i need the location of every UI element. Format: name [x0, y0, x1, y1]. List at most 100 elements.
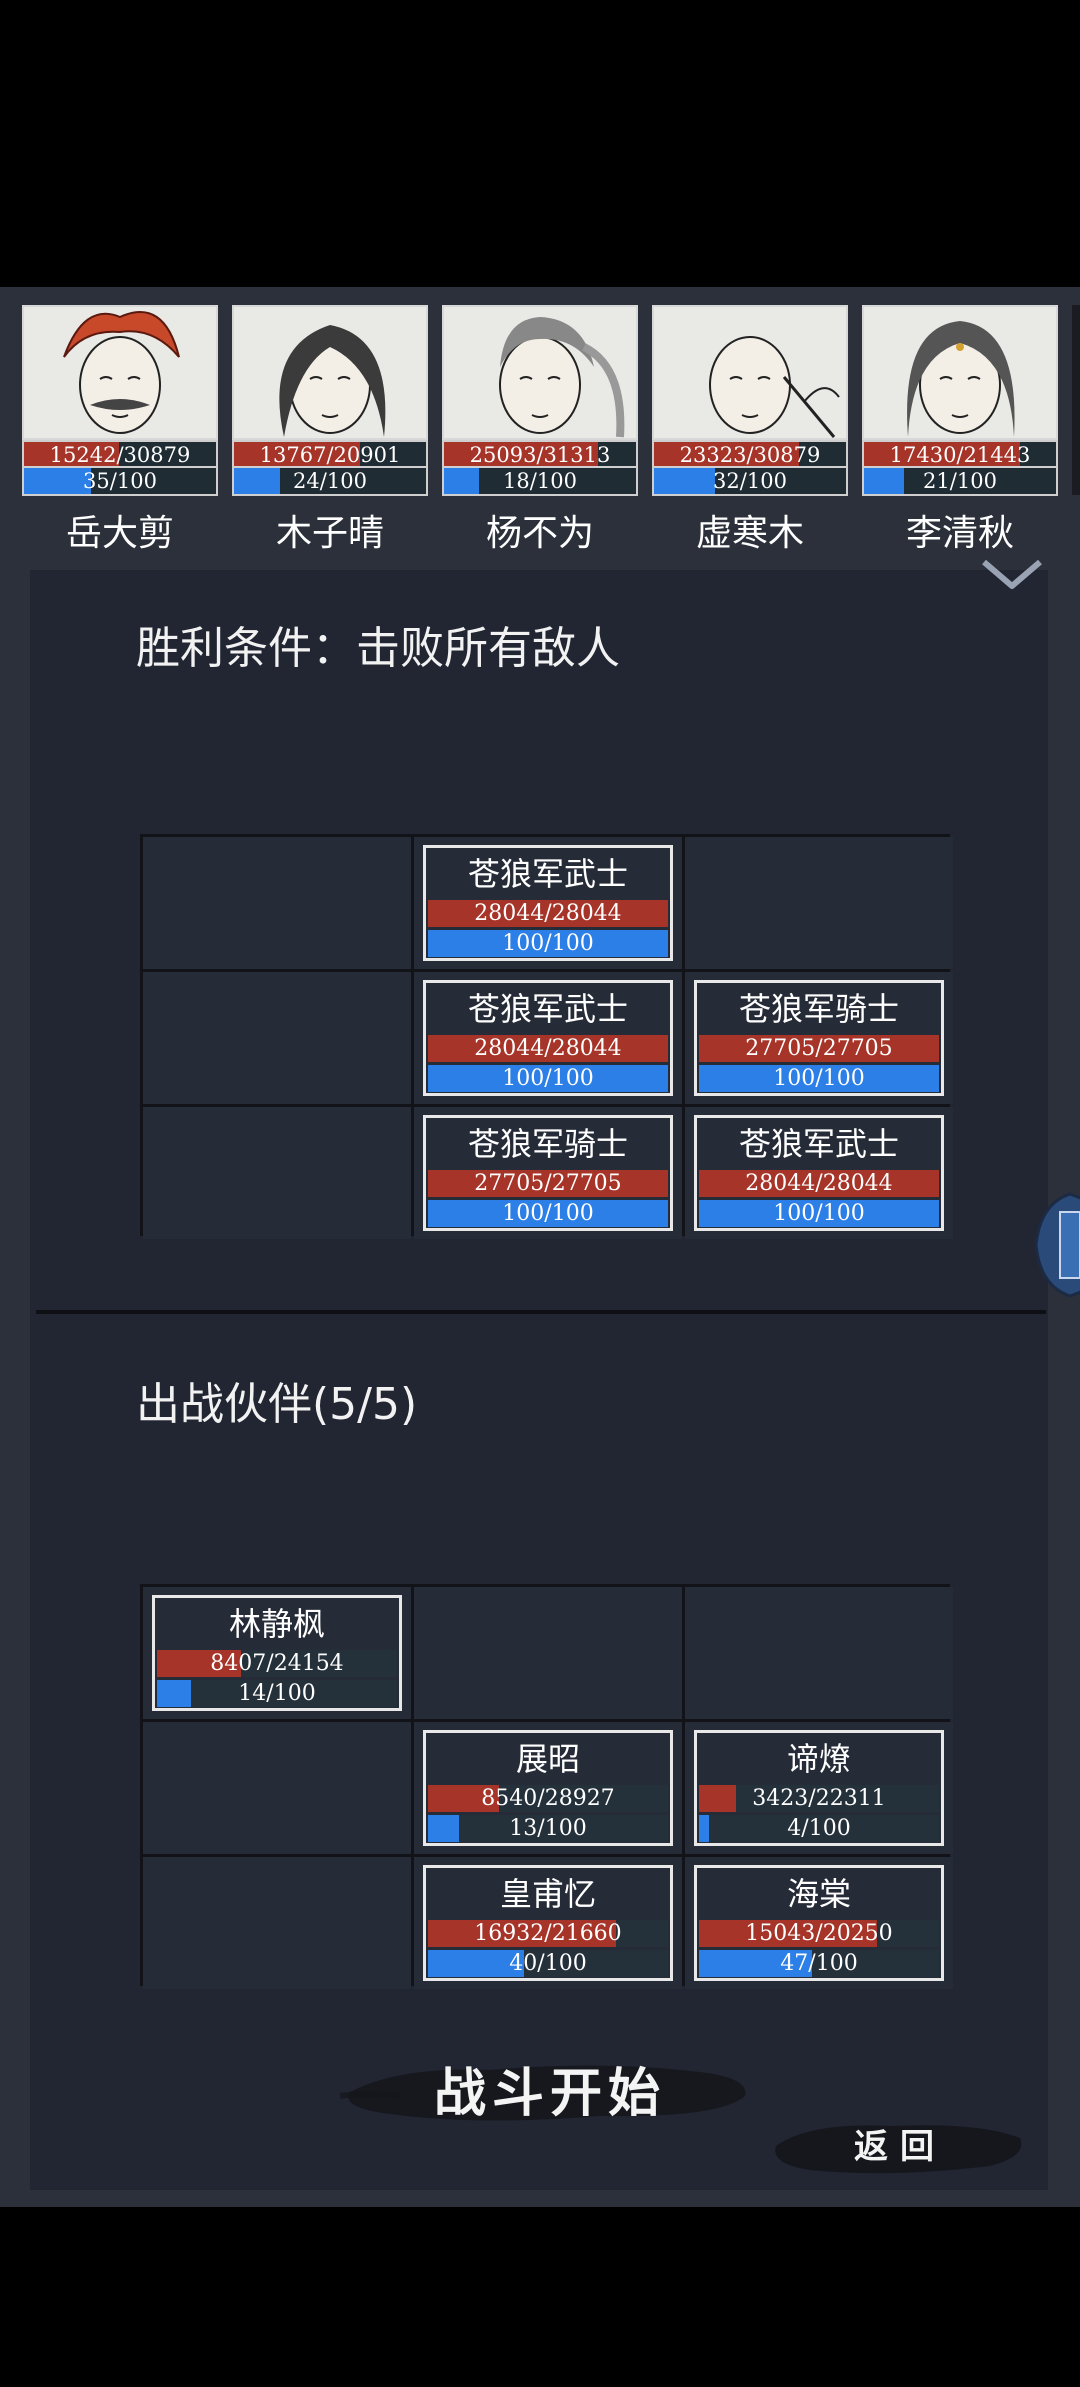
side-menu-tab[interactable] [1030, 1190, 1080, 1300]
enemy-formation-grid: 苍狼军武士 28044/28044 100/100 苍狼军武士 28044/28044 1… [140, 834, 953, 1239]
unit-name: 谛燎 [786, 1740, 851, 1778]
mp-text: 24/100 [293, 469, 367, 493]
mp-text: 18/100 [503, 469, 577, 493]
hp-text: 23323/30879 [679, 443, 821, 467]
formation-slot[interactable] [414, 1587, 682, 1719]
mp-text: 4/100 [787, 1816, 851, 1841]
hp-bar-fill [654, 442, 800, 466]
hp-bar: 28044/28044 [428, 1035, 668, 1062]
mp-bar-fill [699, 1815, 709, 1842]
ally-unit-card[interactable]: 皇甫忆 16932/21660 40/100 [423, 1865, 673, 1981]
hp-text: 17430/21443 [889, 443, 1031, 467]
mp-bar-fill [24, 468, 92, 494]
formation-slot[interactable] [143, 1722, 411, 1854]
enemy-unit-card[interactable]: 苍狼军武士 28044/28044 100/100 [694, 1115, 944, 1231]
mp-bar: 100/100 [428, 1065, 668, 1092]
hp-text: 16932/21660 [474, 1921, 622, 1946]
mp-bar: 100/100 [699, 1200, 939, 1227]
section-divider [36, 1310, 1046, 1314]
mp-bar-fill [864, 468, 905, 494]
mp-bar: 21/100 [862, 468, 1058, 496]
mp-bar: 100/100 [428, 1200, 668, 1227]
formation-slot[interactable] [143, 1857, 411, 1989]
roster-scroll-edge [1072, 305, 1080, 495]
start-battle-label: 战斗开始 [433, 2063, 666, 2124]
mp-bar: 47/100 [699, 1950, 939, 1977]
ally-unit-card[interactable]: 谛燎 3423/22311 4/100 [694, 1730, 944, 1846]
party-member-portrait[interactable] [862, 305, 1058, 440]
mp-text: 35/100 [83, 469, 157, 493]
formation-slot[interactable] [143, 972, 411, 1104]
party-member-portrait[interactable] [232, 305, 428, 440]
mp-bar: 100/100 [428, 930, 668, 957]
hp-text: 28044/28044 [474, 1036, 622, 1061]
mp-bar-fill [428, 1815, 460, 1842]
chevron-down-icon[interactable] [978, 556, 1046, 594]
top-letterbox [0, 0, 1080, 287]
unit-name: 皇甫忆 [499, 1875, 596, 1913]
mp-text: 100/100 [502, 931, 594, 956]
mp-bar-fill [428, 1950, 524, 1977]
back-label: 返回 [854, 2127, 946, 2167]
mp-bar: 13/100 [428, 1815, 668, 1842]
portrait-drawing-icon [907, 321, 1015, 437]
mp-bar: 24/100 [232, 468, 428, 496]
portrait-drawing-icon [63, 311, 180, 434]
mp-bar-fill [444, 468, 479, 494]
formation-slot[interactable] [685, 1587, 953, 1719]
party-member-portrait[interactable] [442, 305, 638, 440]
unit-name: 海棠 [786, 1875, 851, 1913]
hp-text: 13767/20901 [259, 443, 401, 467]
enemy-unit-card[interactable]: 苍狼军武士 28044/28044 100/100 [423, 845, 673, 961]
mp-text: 100/100 [502, 1201, 594, 1226]
hp-bar: 15043/20250 [699, 1920, 939, 1947]
formation-slot[interactable] [143, 837, 411, 969]
ally-unit-card[interactable]: 海棠 15043/20250 47/100 [694, 1865, 944, 1981]
mp-bar: 40/100 [428, 1950, 668, 1977]
mp-bar-fill [428, 930, 668, 957]
party-member-portrait[interactable] [22, 305, 218, 440]
hp-bar: 8540/28927 [428, 1785, 668, 1812]
portrait-drawing-icon [279, 325, 386, 437]
hp-bar-fill [444, 442, 598, 466]
mp-text: 13/100 [509, 1816, 587, 1841]
hp-bar: 23323/30879 [652, 440, 848, 468]
hp-text: 28044/28044 [745, 1171, 893, 1196]
allies-section-title: 出战伙伴(5/5) [136, 1379, 418, 1430]
hp-bar-fill [428, 1920, 616, 1947]
hp-text: 8407/24154 [210, 1651, 344, 1676]
hp-bar: 25093/31313 [442, 440, 638, 468]
hp-bar-fill [864, 442, 1021, 466]
formation-slot[interactable] [143, 1107, 411, 1239]
start-battle-button[interactable]: 战斗开始 [340, 2052, 760, 2136]
unit-name: 苍狼军武士 [738, 1125, 899, 1163]
hp-text: 28044/28044 [474, 901, 622, 926]
ink-brush-stroke-icon [340, 2065, 746, 2121]
party-member-portrait[interactable] [652, 305, 848, 440]
formation-slot[interactable] [685, 837, 953, 969]
hp-bar: 17430/21443 [862, 440, 1058, 468]
back-button[interactable]: 返回 [770, 2112, 1030, 2182]
hp-text: 8540/28927 [481, 1786, 615, 1811]
hp-bar: 16932/21660 [428, 1920, 668, 1947]
unit-name: 苍狼军武士 [467, 855, 628, 893]
hp-bar-fill [699, 1785, 736, 1812]
hp-bar: 15242/30879 [22, 440, 218, 468]
unit-name: 苍狼军骑士 [467, 1125, 628, 1163]
mp-bar: 18/100 [442, 468, 638, 496]
party-member-name: 木子晴 [275, 513, 384, 554]
mp-text: 100/100 [502, 1066, 594, 1091]
unit-name: 林静枫 [228, 1605, 325, 1643]
hp-text: 3423/22311 [752, 1786, 886, 1811]
mp-bar-fill [699, 1200, 939, 1227]
